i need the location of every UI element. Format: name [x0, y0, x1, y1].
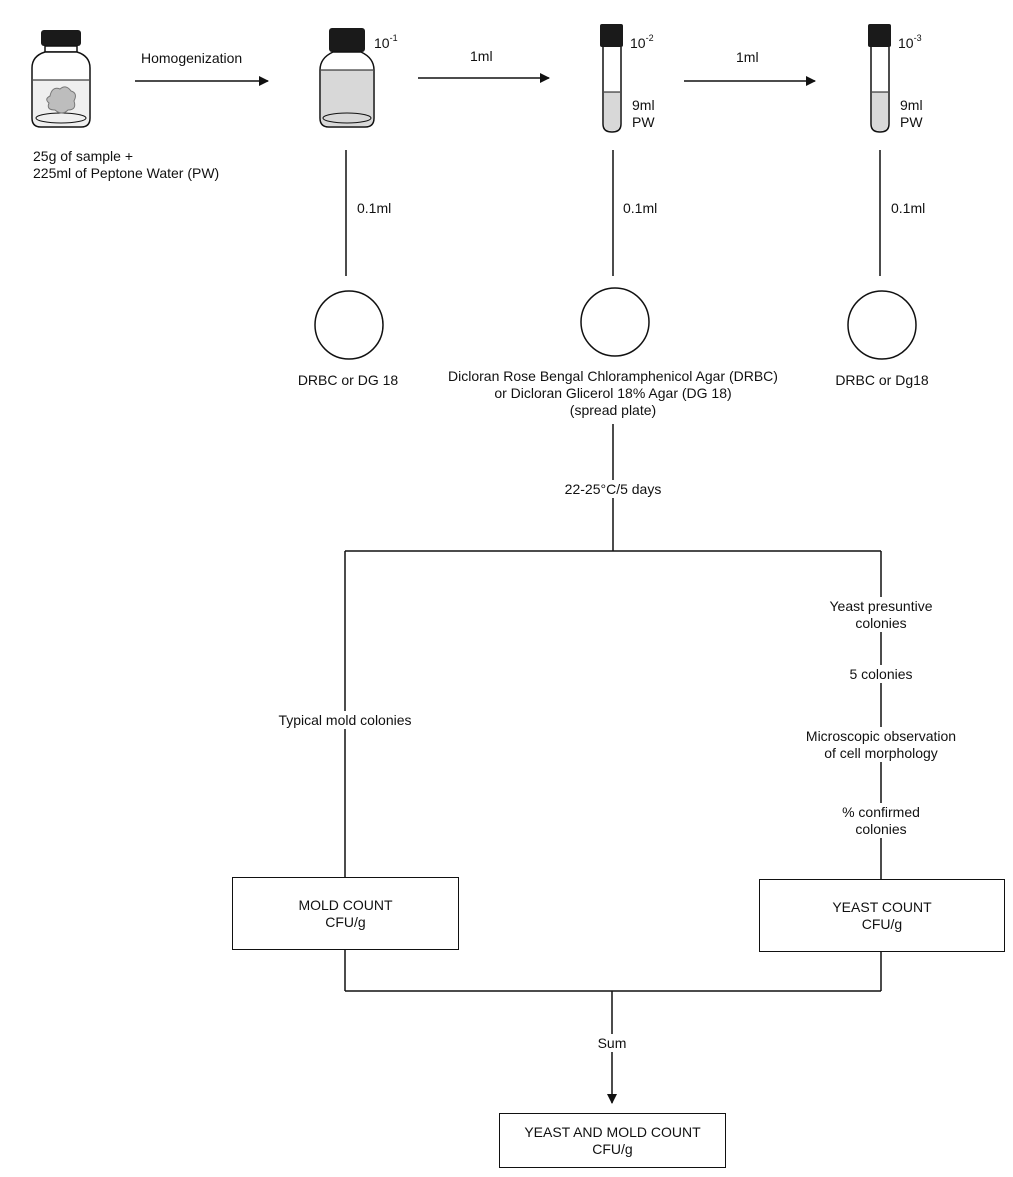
tube-volume-label-3: 9ml PW [900, 97, 923, 130]
mold-count-title: MOLD COUNT [298, 896, 393, 913]
test-tube-icon [868, 24, 891, 133]
jar-icon [31, 30, 91, 128]
mold-count-box: MOLD COUNT CFU/g [232, 877, 459, 950]
inoculum-label-1: 0.1ml [357, 200, 392, 216]
microscopy-label: Microscopic observation of cell morpholo… [761, 727, 1001, 762]
sample-label-line1: 25g of sample + [33, 148, 134, 164]
bottle-icon [319, 28, 375, 128]
incubation-label: 22-25°C/5 days [543, 480, 683, 498]
petri-dish-icon [580, 287, 650, 357]
inoculum-label-2: 0.1ml [623, 200, 658, 216]
total-count-unit: CFU/g [592, 1140, 633, 1157]
yeast-count-title: YEAST COUNT [832, 898, 932, 915]
plate-label-right: DRBC or Dg18 [835, 372, 929, 388]
plate-label-center: Dicloran Rose Bengal Chloramphenicol Aga… [448, 368, 778, 418]
yeast-presumptive-label: Yeast presuntive colonies [771, 597, 991, 632]
test-tube-icon [600, 24, 623, 133]
sample-label-line2: 225ml of Peptone Water (PW) [33, 165, 220, 181]
transfer-label-2: 1ml [736, 49, 759, 65]
tube-volume-label-2: 9ml PW [632, 97, 655, 130]
sum-label: Sum [582, 1034, 642, 1052]
homogenization-label: Homogenization [141, 50, 243, 66]
plate-label-left: DRBC or DG 18 [297, 372, 399, 388]
yeast-count-box: YEAST COUNT CFU/g [759, 879, 1005, 952]
total-count-title: YEAST AND MOLD COUNT [524, 1123, 701, 1140]
mold-count-unit: CFU/g [325, 913, 366, 930]
sample-label: 25g of sample + 225ml of Peptone Water (… [33, 148, 219, 182]
transfer-label-1: 1ml [470, 48, 493, 64]
petri-dish-icon [847, 290, 917, 360]
petri-dish-icon [314, 290, 384, 360]
total-count-box: YEAST AND MOLD COUNT CFU/g [499, 1113, 726, 1168]
dilution-label-3: 10-3 [898, 33, 922, 51]
yeast-count-unit: CFU/g [861, 915, 903, 932]
confirmed-label: % confirmed colonies [771, 803, 991, 838]
inoculum-label-3: 0.1ml [891, 200, 926, 216]
mold-colonies-label: Typical mold colonies [255, 711, 435, 729]
yeast-pick-label: 5 colonies [771, 665, 991, 683]
dilution-label-1: 10-1 [374, 33, 398, 51]
dilution-label-2: 10-2 [630, 33, 654, 51]
